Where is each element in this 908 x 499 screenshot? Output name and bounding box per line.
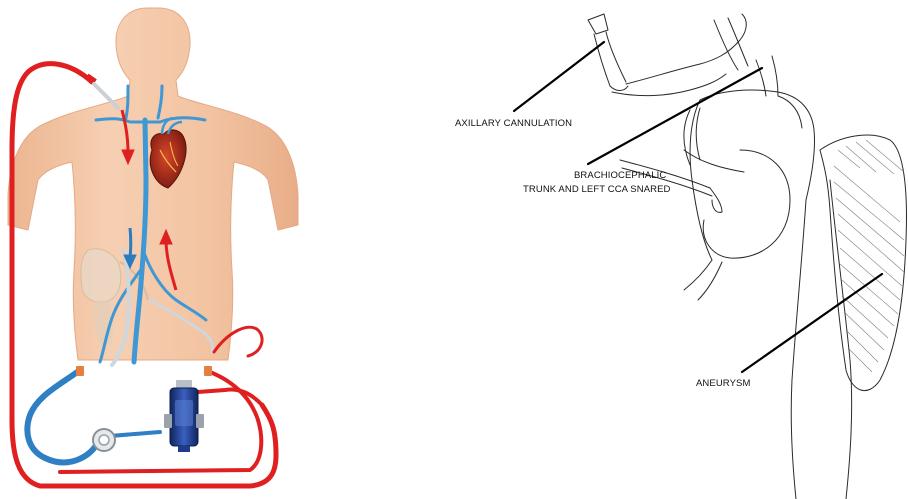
- label-brachiocephalic-line1: BRACHIOCEPHALIC: [574, 170, 666, 182]
- aneurysm-hatching: [834, 140, 904, 372]
- leader-line-axillary: [514, 42, 604, 111]
- label-axillary-cannulation: AXILLARY CANNULATION: [455, 118, 572, 130]
- label-aneurysm: ANEURYSM: [696, 378, 750, 390]
- leader-line-brachiocephalic: [588, 68, 762, 164]
- leader-line-aneurysm: [742, 274, 882, 372]
- label-brachiocephalic-line2: TRUNK AND LEFT CCA SNARED: [523, 184, 671, 196]
